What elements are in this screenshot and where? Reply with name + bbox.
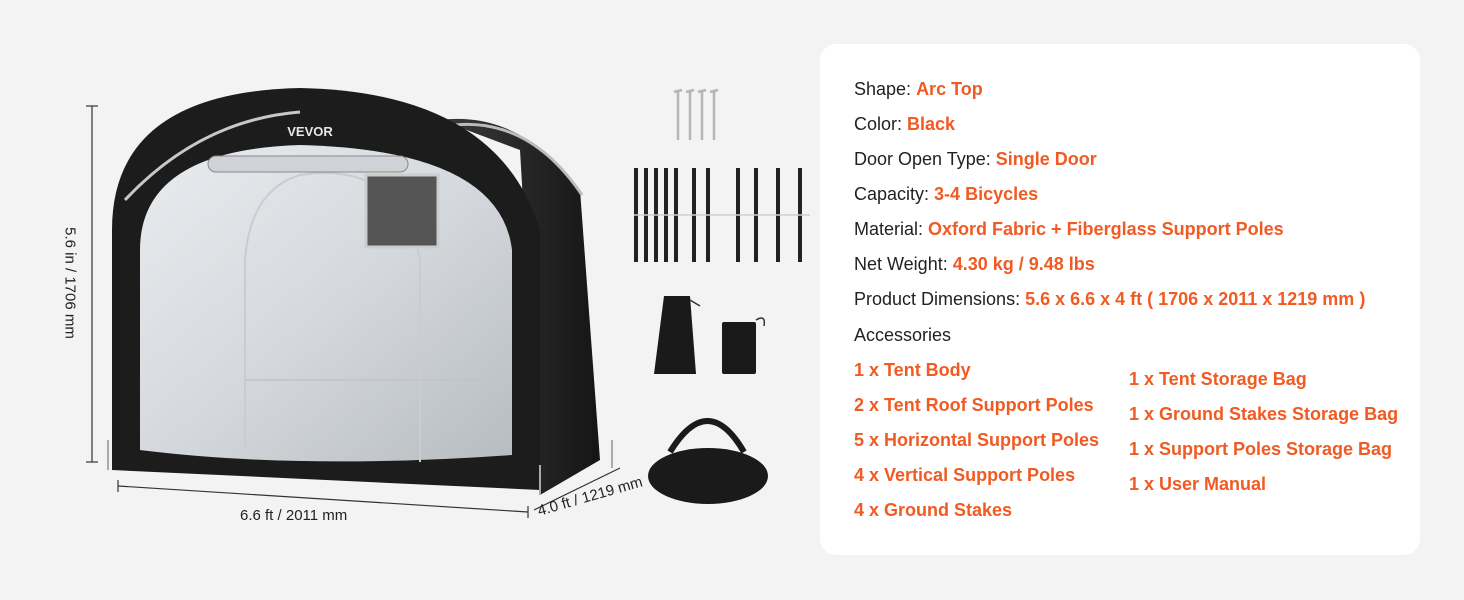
spec-net-weight: Net Weight: 4.30 kg / 9.48 lbs <box>854 254 1095 274</box>
width-dimension-label: 6.6 ft / 2011 mm <box>240 507 348 524</box>
accessories-heading: Accessories <box>854 325 952 345</box>
spec-material: Material: Oxford Fabric + Fiberglass Sup… <box>854 219 1284 239</box>
accessory-item: 1 x Tent Body <box>854 360 971 380</box>
spec-capacity: Capacity: 3-4 Bicycles <box>854 184 1039 204</box>
spec-dimensions: Product Dimensions: 5.6 x 6.6 x 4 ft ( 1… <box>854 289 1366 309</box>
storage-bags <box>648 296 768 504</box>
accessory-item: 1 x Tent Storage Bag <box>1129 369 1307 389</box>
height-dimension-label: 5.6 in / 1706 mm <box>61 227 79 339</box>
spec-door-type: Door Open Type: Single Door <box>854 149 1097 169</box>
accessory-item: 1 x Support Poles Storage Bag <box>1129 439 1393 459</box>
tent-body: VEVOR <box>107 88 613 495</box>
width-dimension-line <box>117 480 529 518</box>
spec-color: Color: Black <box>854 114 956 134</box>
accessory-item: 1 x Ground Stakes Storage Bag <box>1129 404 1399 424</box>
accessory-item: 4 x Ground Stakes <box>854 500 1013 520</box>
ground-stakes <box>673 88 719 140</box>
specifications-card: Shape: Arc Top Color: Black Door Open Ty… <box>820 44 1420 555</box>
depth-dimension-line <box>533 467 621 511</box>
spec-shape: Shape: Arc Top <box>854 79 983 99</box>
brand-logo: VEVOR <box>287 124 333 139</box>
accessory-item: 2 x Tent Roof Support Poles <box>854 395 1094 415</box>
accessory-item: 5 x Horizontal Support Poles <box>854 430 1100 450</box>
height-dimension-line <box>86 105 98 463</box>
accessory-item: 1 x User Manual <box>1129 474 1267 494</box>
accessory-item: 4 x Vertical Support Poles <box>854 465 1076 485</box>
